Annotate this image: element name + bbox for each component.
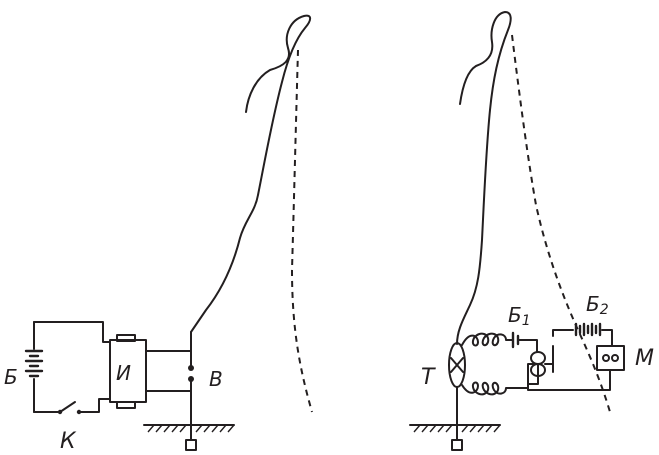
transmitter-ground [143, 424, 235, 451]
bell-return-wire [527, 369, 611, 391]
relay [527, 351, 554, 385]
receiver-antenna [456, 11, 512, 345]
coherer [448, 342, 466, 388]
lower-choke [461, 381, 529, 396]
battery1-label: Б1 [508, 303, 531, 329]
battery2-label: Б2 [586, 292, 609, 318]
battery2-to-bell-wire [601, 329, 613, 347]
coherer-label: Т [421, 365, 436, 390]
spark-ball-upper [188, 365, 194, 371]
bell [596, 345, 625, 371]
battery2-cells [574, 322, 602, 337]
upper-choke [461, 332, 513, 347]
transmitter-antenna [190, 14, 312, 334]
battery-to-coil-wire [33, 321, 111, 343]
battery1-to-relay-wire [517, 339, 538, 353]
bell-label: М [635, 346, 654, 371]
receiver-circuit: Т Б1 Б2 [409, 11, 654, 451]
key-switch [57, 401, 82, 415]
receiver-wave-line [511, 34, 611, 413]
spark-gap-label: В [209, 367, 223, 391]
switch-to-coil-wire [78, 398, 111, 413]
coil-label: И [116, 361, 131, 385]
receiver-ground [409, 424, 501, 451]
battery-cells [24, 349, 44, 378]
transmitter-circuit: Б К И В [4, 14, 313, 454]
induction-coil [109, 334, 147, 409]
battery-label: Б [4, 365, 18, 389]
relay-to-battery2-wire [552, 329, 574, 337]
spark-ball-lower [188, 376, 194, 382]
transmitter-wave-line [290, 49, 313, 413]
switch-label: К [60, 429, 77, 454]
